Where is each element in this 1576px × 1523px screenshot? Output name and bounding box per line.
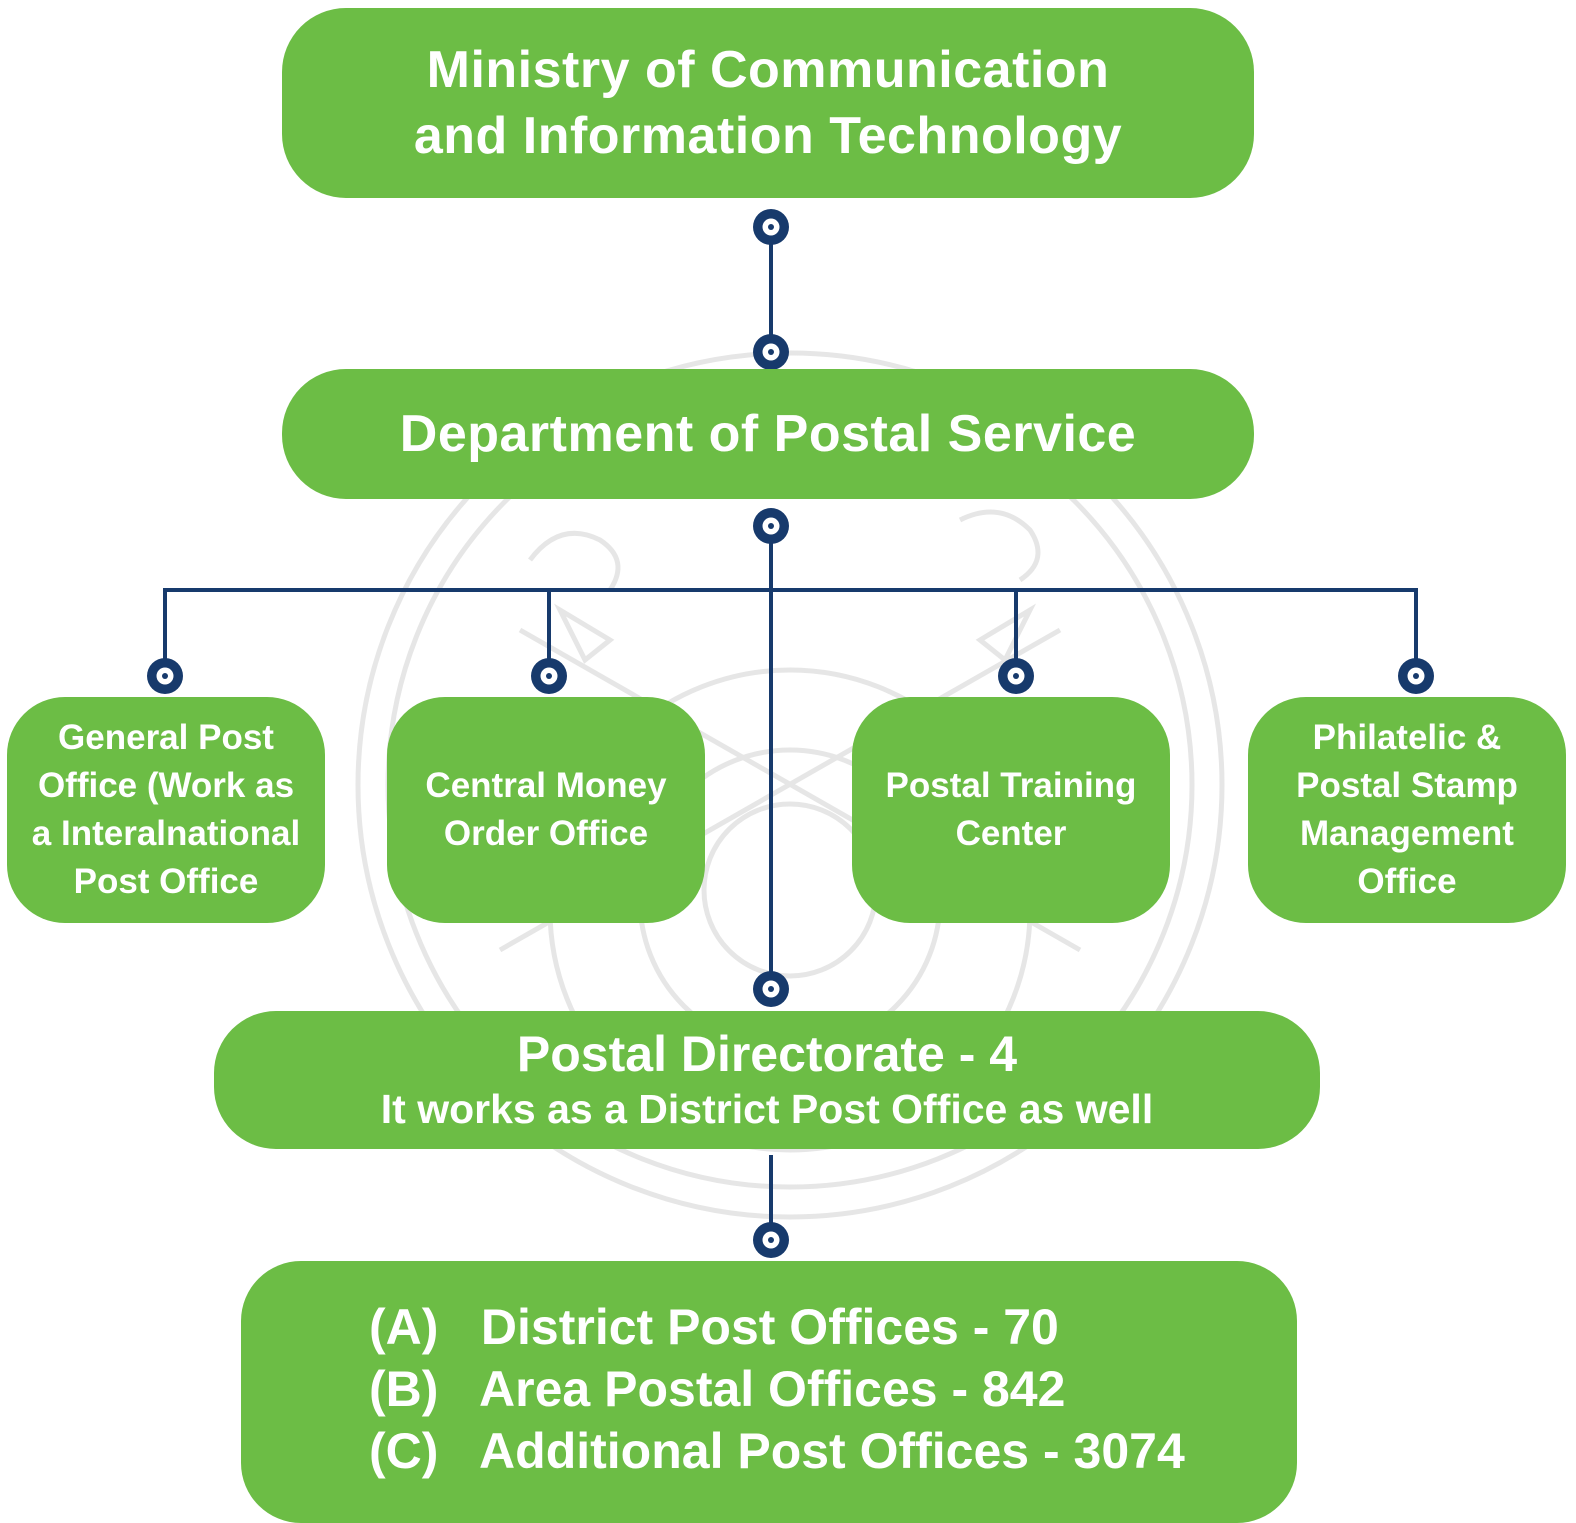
node-icon: [753, 1222, 789, 1258]
ministry-title-line-1: Ministry of Communication: [426, 41, 1110, 99]
unit-label-line: Postal Stamp: [1296, 766, 1518, 805]
office-list-item: (C) Additional Post Offices - 3074: [369, 1420, 1185, 1482]
office-item-label: District Post Offices - 70: [480, 1299, 1059, 1355]
office-list-item: (B) Area Postal Offices - 842: [369, 1358, 1065, 1420]
office-item-label: Additional Post Offices - 3074: [479, 1423, 1185, 1479]
directorate-title: Postal Directorate - 4: [516, 1026, 1018, 1082]
connector-branch-bar: [163, 588, 1418, 676]
unit-box-general-post-office: General Post Office (Work as a Interalna…: [7, 697, 325, 923]
unit-label-line: Postal Training: [885, 766, 1137, 805]
office-list-item: (A) District Post Offices - 70: [369, 1296, 1059, 1358]
node-icon: [753, 508, 789, 544]
unit-label-line: Philatelic &: [1312, 718, 1502, 757]
office-item-tag: (C): [369, 1423, 439, 1479]
node-icon: [753, 971, 789, 1007]
node-icon: [531, 658, 567, 694]
unit-label-line: Order Office: [443, 814, 649, 853]
office-item-tag: (B): [369, 1361, 439, 1417]
department-title: Department of Postal Service: [399, 405, 1137, 463]
directorate-box: Postal Directorate - 4 It works as a Dis…: [214, 1011, 1320, 1149]
unit-box-philatelic-office: Philatelic & Postal Stamp Management Off…: [1248, 697, 1566, 923]
unit-label-line: Post Office: [73, 862, 259, 901]
unit-label-line: Management: [1300, 814, 1514, 853]
node-icon: [753, 334, 789, 370]
office-item-tag: (A): [369, 1299, 439, 1355]
node-icon: [147, 658, 183, 694]
offices-box: (A) District Post Offices - 70 (B) Area …: [241, 1261, 1297, 1523]
directorate-subtitle: It works as a District Post Office as we…: [380, 1086, 1154, 1132]
node-icon: [753, 209, 789, 245]
unit-label-line: General Post: [58, 718, 274, 757]
connector-nodes: [147, 209, 1434, 1258]
unit-box-central-money-order-office: Central Money Order Office: [387, 697, 705, 923]
unit-label-line: Center: [955, 814, 1067, 853]
unit-label-line: Office: [1357, 862, 1457, 901]
department-box: Department of Postal Service: [282, 369, 1254, 499]
ministry-title-line-2: and Information Technology: [413, 107, 1123, 165]
node-icon: [998, 658, 1034, 694]
unit-label-line: Central Money: [425, 766, 667, 805]
node-icon: [1398, 658, 1434, 694]
unit-label-line: a Interalnational: [31, 814, 301, 853]
office-item-label: Area Postal Offices - 842: [479, 1361, 1066, 1417]
ministry-box: Ministry of Communication and Informatio…: [282, 8, 1254, 198]
unit-label-line: Office (Work as: [37, 766, 295, 805]
unit-box-postal-training-center: Postal Training Center: [852, 697, 1170, 923]
